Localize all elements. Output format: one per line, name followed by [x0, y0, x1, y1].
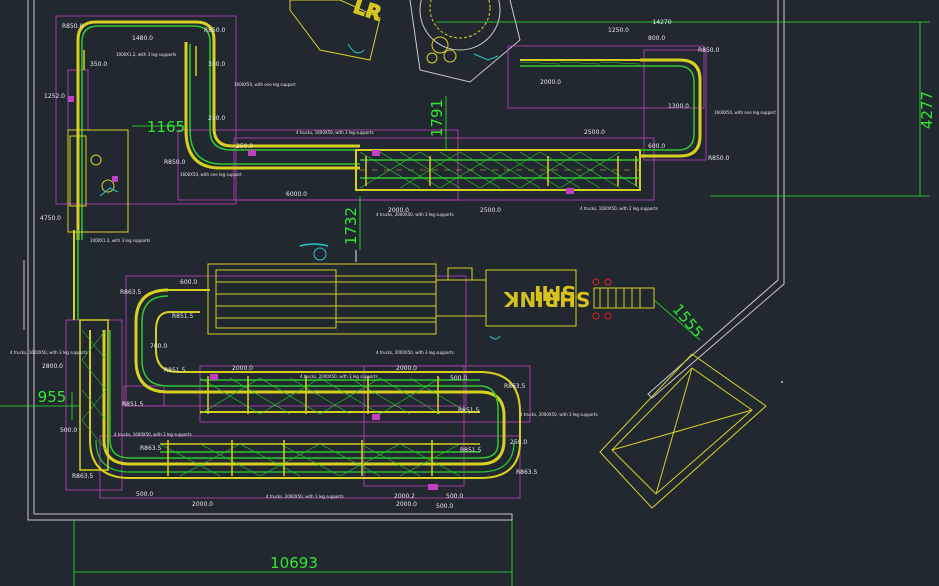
label-d2000d: 2000.0	[192, 501, 213, 508]
note-12: 4 trucks, 2000X50, with 3 leg supports	[520, 412, 598, 417]
lower-conveyor	[79, 288, 521, 479]
note-8: 4 trucks, 2000X50, with 1 leg supports	[266, 494, 344, 499]
label-r-loop-h: R863.5	[516, 469, 538, 476]
note-1: 1000X1.2, with 3 leg supports	[116, 52, 176, 57]
shrink-machine	[207, 243, 655, 340]
label-d700: 700.0	[150, 343, 167, 350]
note-6: 4 trucks, 1600X50, with 3 leg supports	[10, 350, 88, 355]
dim-vertical-a: 1791	[428, 99, 446, 137]
label-r-top-mid: R850.0	[204, 27, 226, 34]
label-d350b: 350.0	[208, 61, 225, 68]
label-d600b: 600.0	[180, 279, 197, 286]
marker-tags	[68, 96, 574, 490]
label-r-top-left: R850.0	[62, 23, 84, 30]
note-7: 4 trucks, 2000X50, with 3 leg supports	[300, 374, 378, 379]
label-d2500a: 2500.0	[480, 207, 501, 214]
label-r-loop-b: R851.5	[164, 367, 186, 374]
small-labels: R850.0 R850.0 1480.0 350.0 350.0 1252.0 …	[40, 23, 730, 510]
note-13: 4 trucks, 1600X50, with 3 leg supports	[114, 432, 192, 437]
label-d2000f: 2000.0	[396, 501, 417, 508]
belt-hatching	[359, 61, 641, 189]
dim-top-right-span: 14270	[652, 19, 671, 26]
label-r-loop-e: R851.5	[460, 447, 482, 454]
label-d2000a: 2000.0	[388, 207, 409, 214]
label-d500a: 500.0	[450, 375, 467, 382]
top-machine-partial: LR	[289, 0, 521, 83]
label-d500b: 500.0	[60, 427, 77, 434]
label-d250: 250.0	[208, 115, 225, 122]
building-outline	[23, 0, 785, 521]
note-4: 4 trucks, 1600X50, with 2 leg supports	[580, 206, 658, 211]
label-r-loop-c: R851.5	[122, 401, 144, 408]
label-d2800: 2800.0	[42, 363, 63, 370]
note-10: 1000X1.2, with 3 leg supports	[90, 238, 150, 243]
note-5: 1600X50, with one leg support	[234, 82, 296, 87]
note-9: 1600X50, with one leg support	[714, 110, 776, 115]
label-d4750: 4750.0	[40, 215, 61, 222]
label-d350: 350.0	[90, 61, 107, 68]
label-r-loop-d: R851.5	[458, 407, 480, 414]
dim-overall-width: 10693	[270, 554, 318, 572]
upper-conveyor	[73, 20, 702, 320]
annotation-notes: 1000X1.2, with 3 leg supports 4 trucks, …	[10, 52, 776, 499]
label-d2000e: 2000.2	[394, 493, 415, 500]
label-d250-top: 250.0	[236, 143, 253, 150]
support-legs	[83, 46, 637, 476]
label-w-top: 1480.0	[132, 35, 153, 42]
label-r-loop-a: R851.5	[172, 313, 194, 320]
label-r-right-bot: R850.0	[708, 155, 730, 162]
speck	[781, 381, 783, 383]
label-r-loop-tr: R863.5	[504, 383, 526, 390]
note-14: 1600X50, with one leg support	[180, 172, 242, 177]
label-d6000: 6000.0	[286, 191, 307, 198]
label-d1252: 1252.0	[44, 93, 65, 100]
label-d2000c: 2000.0	[396, 365, 417, 372]
note-2: 4 trucks, 1600X50, with 3 leg supports	[296, 130, 374, 135]
machine-code-label: SMI	[534, 281, 576, 305]
label-d2000top: 2000.0	[540, 79, 561, 86]
dim-overall-height: 4277	[918, 91, 936, 129]
label-r-loop-g: R863.5	[72, 473, 94, 480]
label-d250b: 250.0	[510, 439, 527, 446]
dim-vertical-b: 1732	[342, 207, 360, 245]
label-d500d: 500.0	[446, 493, 463, 500]
left-equipment	[67, 129, 129, 233]
label-r-loop-f: R863.5	[140, 445, 162, 452]
label-d1300: 1300.0	[668, 103, 689, 110]
support-frames	[55, 15, 707, 499]
label-r-loop-tl: R863.5	[120, 289, 142, 296]
machine-brand-label: SHRINK	[503, 287, 591, 311]
dim-left-offset: 955	[38, 388, 67, 406]
label-d500c: 500.0	[136, 491, 153, 498]
dimension-lines	[0, 21, 930, 586]
note-3: 4 trucks, 2000X50, with 3 leg supports	[376, 212, 454, 217]
lower-hatching	[81, 329, 471, 477]
label-d1250: 1250.0	[608, 27, 629, 34]
dim-diagonal: 1555	[669, 300, 707, 341]
label-d2000b: 2000.0	[232, 365, 253, 372]
note-11: 4 trucks, 2000X50, with 3 leg supports	[376, 350, 454, 355]
label-d2500b: 2500.0	[584, 129, 605, 136]
pallet-area	[599, 353, 767, 509]
label-r-right-top: R850.0	[698, 47, 720, 54]
label-d800a: 800.0	[648, 35, 665, 42]
label-r-left-mid: R850.0	[164, 159, 186, 166]
label-d600: 600.0	[648, 143, 665, 150]
dim-upper-gap: 1165	[147, 118, 185, 136]
label-d500e: 500.0	[436, 503, 453, 510]
